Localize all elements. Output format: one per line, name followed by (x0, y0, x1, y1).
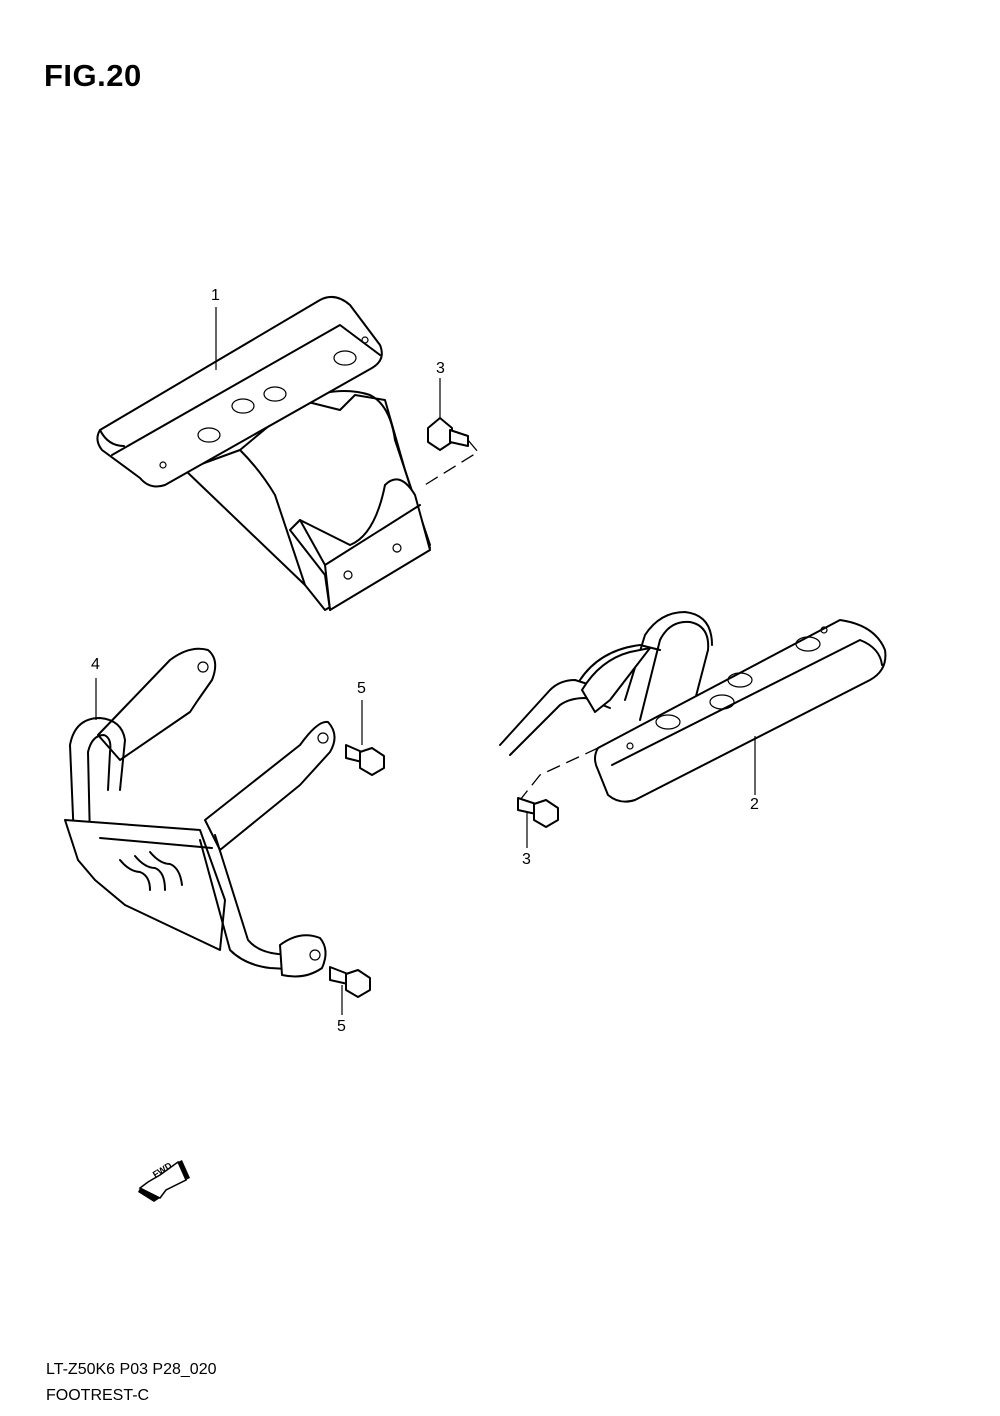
callout-3-upper: 3 (436, 360, 445, 377)
footer-model-code: LT-Z50K6 P03 P28_020 (46, 1361, 217, 1378)
part-3-bolt-lower (517, 747, 599, 848)
callout-3-lower: 3 (522, 851, 531, 868)
part-4-footrest-guard (64, 647, 336, 978)
callout-4: 4 (91, 656, 100, 673)
callout-2: 2 (750, 796, 759, 813)
fwd-arrow-icon (138, 1160, 190, 1202)
callout-5-lower: 5 (337, 1018, 346, 1035)
footer-section-name: FOOTREST-C (46, 1387, 150, 1404)
part-5-bolt-lower (329, 966, 371, 1015)
part-3-bolt-upper (419, 378, 479, 489)
callout-1: 1 (211, 287, 220, 304)
callout-5-upper: 5 (357, 680, 366, 697)
figure-title: FIG.20 (44, 58, 142, 93)
part-2-footrest-bracket (499, 611, 887, 803)
part-5-bolt-upper (345, 700, 385, 776)
part-1-footrest-bracket (96, 295, 431, 611)
